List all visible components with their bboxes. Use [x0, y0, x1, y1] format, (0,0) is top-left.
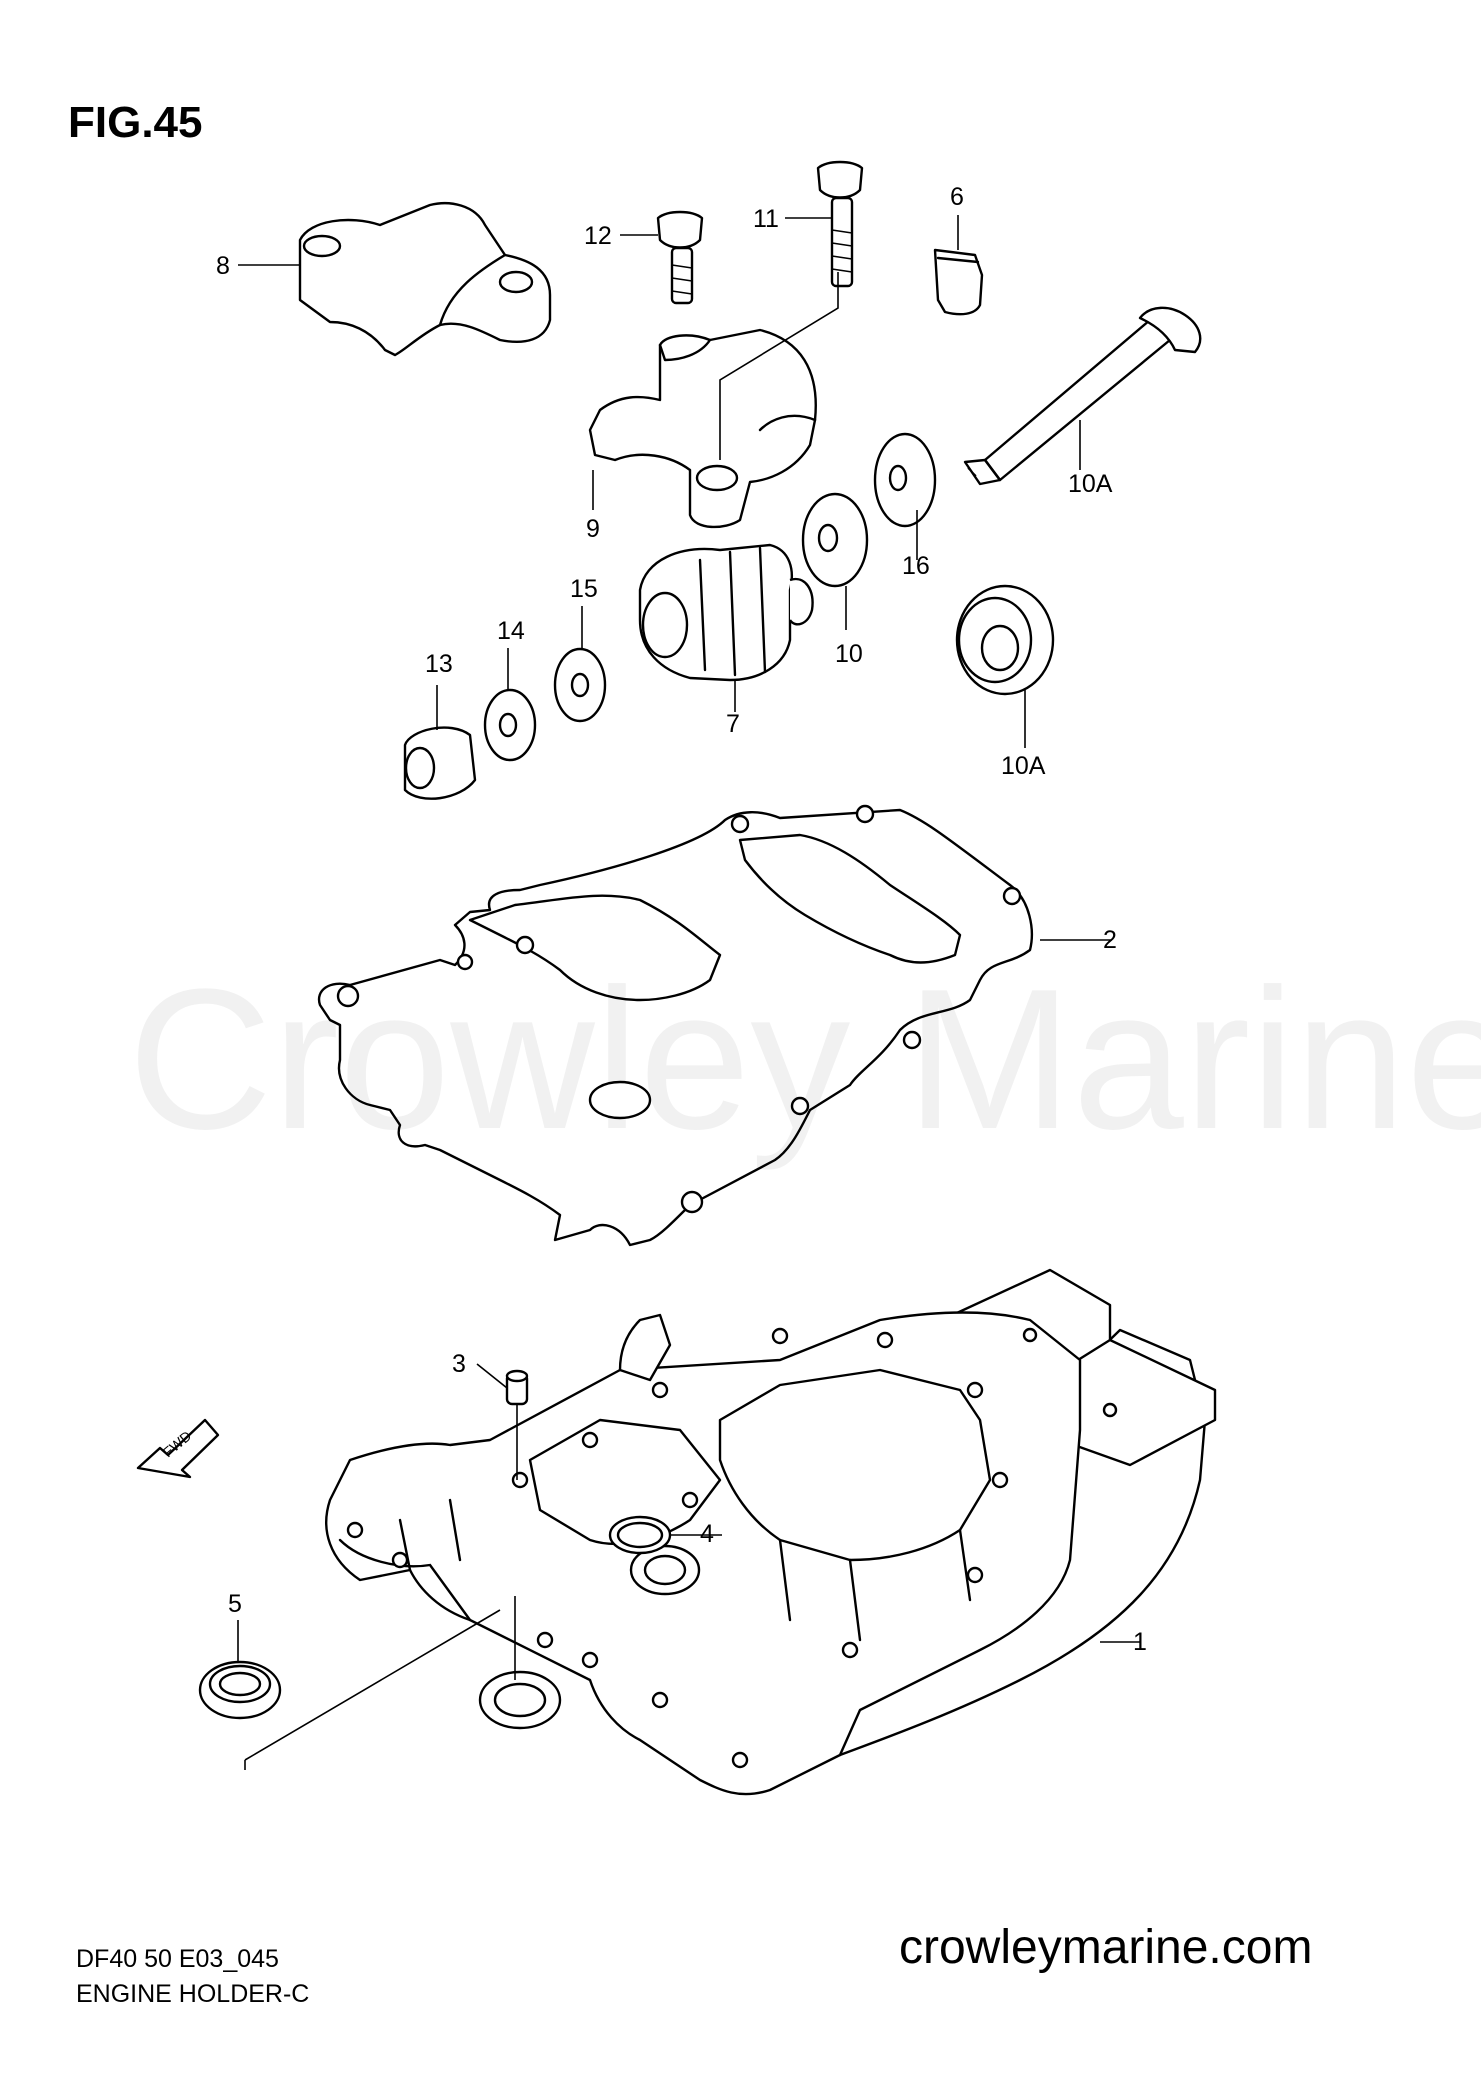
part-6-plate — [935, 250, 982, 314]
website-link[interactable]: crowleymarine.com — [899, 1921, 1313, 1974]
callout-16: 15 — [570, 575, 598, 603]
callout-17: 16 — [902, 552, 930, 580]
callout-7: 7 — [726, 710, 740, 738]
part-1-engine-holder — [326, 1270, 1215, 1794]
part-14-nut — [405, 728, 475, 799]
callout-1: 1 — [1133, 1628, 1147, 1656]
callout-14: 13 — [425, 650, 453, 678]
part-17-washer — [875, 434, 935, 526]
part-5-seal — [200, 1662, 280, 1718]
callout-8: 8 — [216, 252, 230, 280]
part-4-o-ring — [610, 1517, 670, 1553]
part-10-washer — [803, 494, 867, 586]
callout-6: 6 — [950, 183, 964, 211]
fwd-arrow-icon: FWD — [138, 1420, 218, 1477]
callout-11: 10A — [1068, 470, 1113, 498]
callout-5: 5 — [228, 1590, 242, 1618]
callout-13: 12 — [584, 222, 612, 250]
part-8-clamp-upper — [300, 203, 550, 355]
section-name: ENGINE HOLDER-C — [76, 1980, 310, 2008]
model-code: DF40 50 E03_045 — [76, 1945, 279, 1973]
callout-10: 10 — [835, 640, 863, 668]
callout-2: 2 — [1103, 926, 1117, 954]
part-13-short-bolt — [658, 212, 702, 303]
part-2-gasket — [319, 806, 1032, 1245]
leader-lines — [238, 215, 1140, 1770]
part-10a-bushing — [957, 586, 1053, 694]
part-11-long-shaft — [965, 308, 1200, 484]
figure-title: FIG.45 — [68, 98, 203, 147]
part-16-washer — [555, 649, 605, 721]
part-3-dowel-pin — [507, 1371, 527, 1404]
part-12-long-bolt — [818, 162, 862, 286]
callout-10a: 10A — [1001, 752, 1046, 780]
callout-4: 4 — [700, 1520, 714, 1548]
callout-12: 11 — [753, 205, 779, 233]
part-7-gear — [640, 545, 813, 680]
part-15-washer — [485, 690, 535, 760]
callout-3: 3 — [452, 1350, 466, 1378]
callout-15: 14 — [497, 617, 525, 645]
callout-9: 9 — [586, 515, 600, 543]
part-9-clamp-lower — [590, 330, 816, 527]
